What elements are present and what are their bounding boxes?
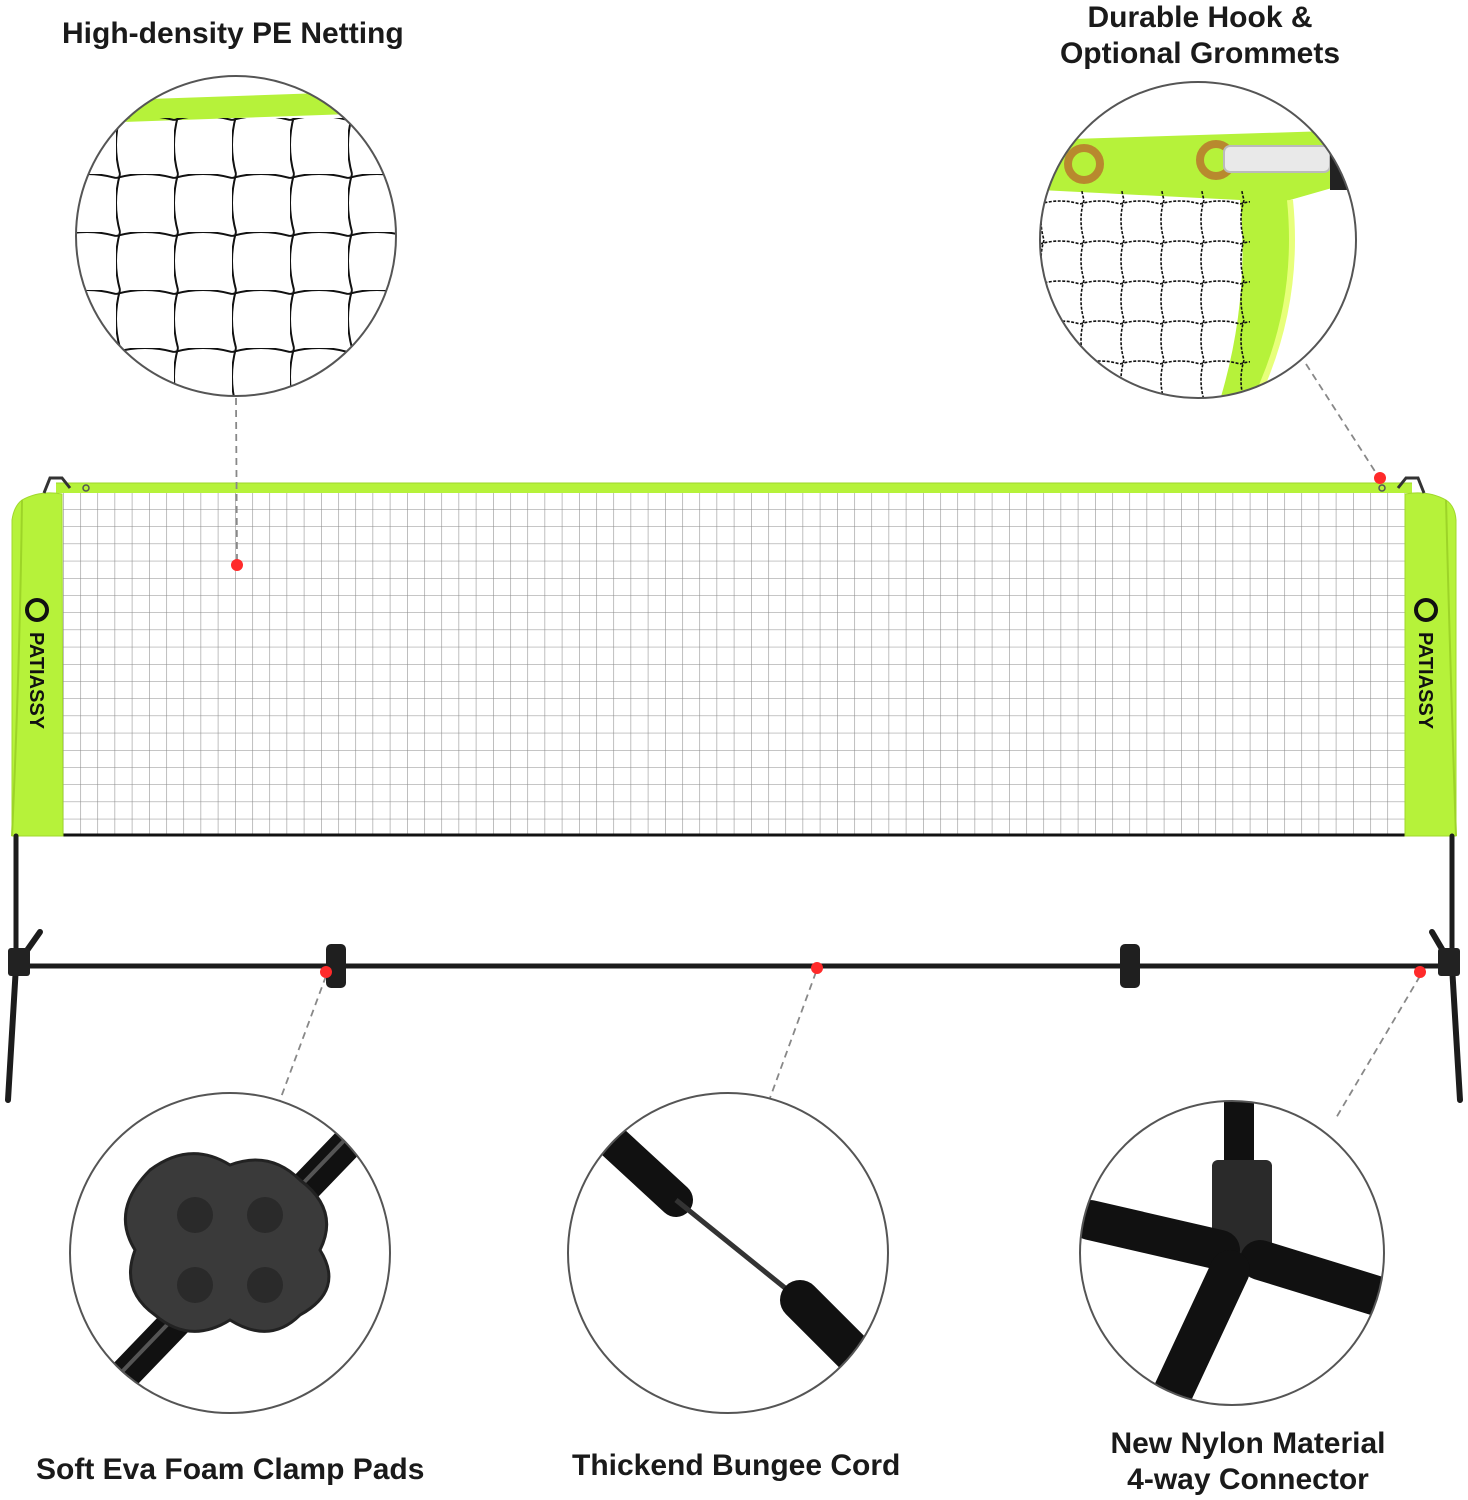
patiassy-logo-icon (25, 598, 49, 622)
hook-label: Durable Hook & Optional Grommets (1040, 0, 1360, 72)
hook-label-line2: Optional Grommets (1059, 37, 1341, 70)
clamp-label: Soft Eva Foam Clamp Pads (36, 1453, 425, 1486)
connector-label: New Nylon Material 4-way Connector (1098, 1426, 1398, 1498)
foam-pad-icon (123, 1152, 331, 1333)
sports-net: PATIASSY PATIASSY (11, 476, 1457, 837)
hook-detail-circle (1039, 81, 1357, 399)
left-pole-sleeve (11, 492, 64, 837)
callout-dot-netting (231, 559, 243, 571)
callout-leaders (235, 363, 1421, 1119)
connector-label-line2: 4-way Connector (1127, 1463, 1369, 1496)
left-brand-logo: PATIASSY (25, 598, 49, 730)
callout-dot-hook (1374, 472, 1386, 484)
hook-icon (1223, 145, 1331, 173)
netting-label: High-density PE Netting (62, 17, 404, 50)
connector-label-line1: New Nylon Material (1110, 1427, 1386, 1460)
bungee-cord-icon (674, 1198, 802, 1302)
right-brand-logo: PATIASSY (1414, 598, 1438, 730)
callout-dot-connector (1414, 966, 1426, 978)
net-mesh (63, 492, 1405, 835)
right-pole-sleeve (1404, 492, 1457, 837)
clamp-detail-circle (69, 1092, 391, 1414)
patiassy-logo-icon (1414, 598, 1438, 622)
right-brand-text: PATIASSY (1414, 632, 1436, 730)
net-stand (5, 833, 1463, 1103)
grommet-icon (1064, 144, 1104, 184)
bungee-detail-circle (567, 1092, 889, 1414)
clamp-pad-right (1120, 944, 1140, 988)
callout-dot-bungee (811, 962, 823, 974)
netting-detail-circle (75, 75, 397, 397)
callout-dot-clamp (320, 966, 332, 978)
left-brand-text: PATIASSY (25, 632, 47, 730)
net-headband (56, 483, 1412, 493)
hook-label-line1: Durable Hook & (1087, 1, 1313, 34)
clamp-pad-left (326, 944, 346, 988)
bungee-label: Thickend Bungee Cord (572, 1449, 901, 1482)
callout-dots (231, 472, 1426, 978)
connector-detail-circle (1079, 1100, 1385, 1406)
